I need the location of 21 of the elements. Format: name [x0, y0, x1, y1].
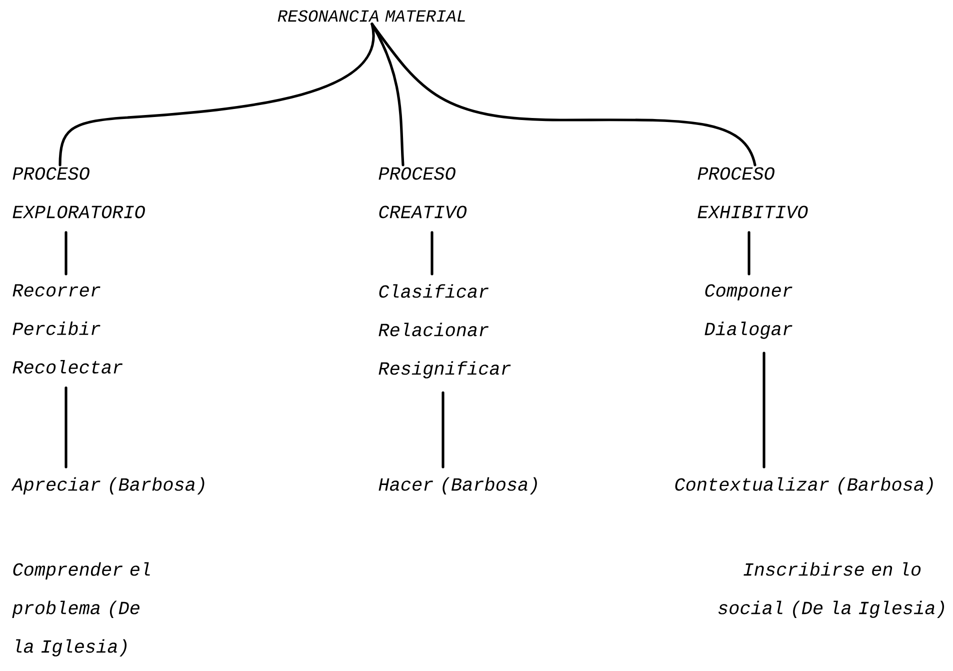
connector-line — [370, 22, 756, 166]
text-label: Componer Dialogar — [704, 284, 792, 339]
text-label: Clasificar Relacionar Resignificar — [378, 284, 511, 378]
text-label: Apreciar (Barbosa) — [11, 477, 204, 494]
connector-line — [64, 231, 68, 276]
text-label: RESONANCIA MATERIAL — [278, 10, 465, 22]
text-label: PROCESO EXPLORATORIO — [12, 167, 145, 218]
connector-line — [64, 386, 68, 468]
text-label: PROCESO EXHIBITIVO — [698, 167, 808, 218]
connector-line — [442, 391, 444, 468]
note-text: Comprender el problema (De la Iglesia) — [12, 562, 150, 656]
connector-line — [748, 231, 750, 276]
text-label: Contextualizar (Barbosa) — [675, 477, 933, 494]
text-label: Recorrer Percibir Recolectar — [12, 284, 122, 374]
text-label: Hacer (Barbosa) — [378, 477, 537, 494]
note-text: Inscribirse en lo social (De la Iglesia) — [718, 562, 944, 618]
connector-line — [430, 231, 434, 276]
text-label: PROCESO CREATIVO — [378, 167, 467, 218]
connector-line — [58, 22, 375, 166]
connector-line — [762, 352, 766, 468]
connector-line — [370, 22, 404, 166]
